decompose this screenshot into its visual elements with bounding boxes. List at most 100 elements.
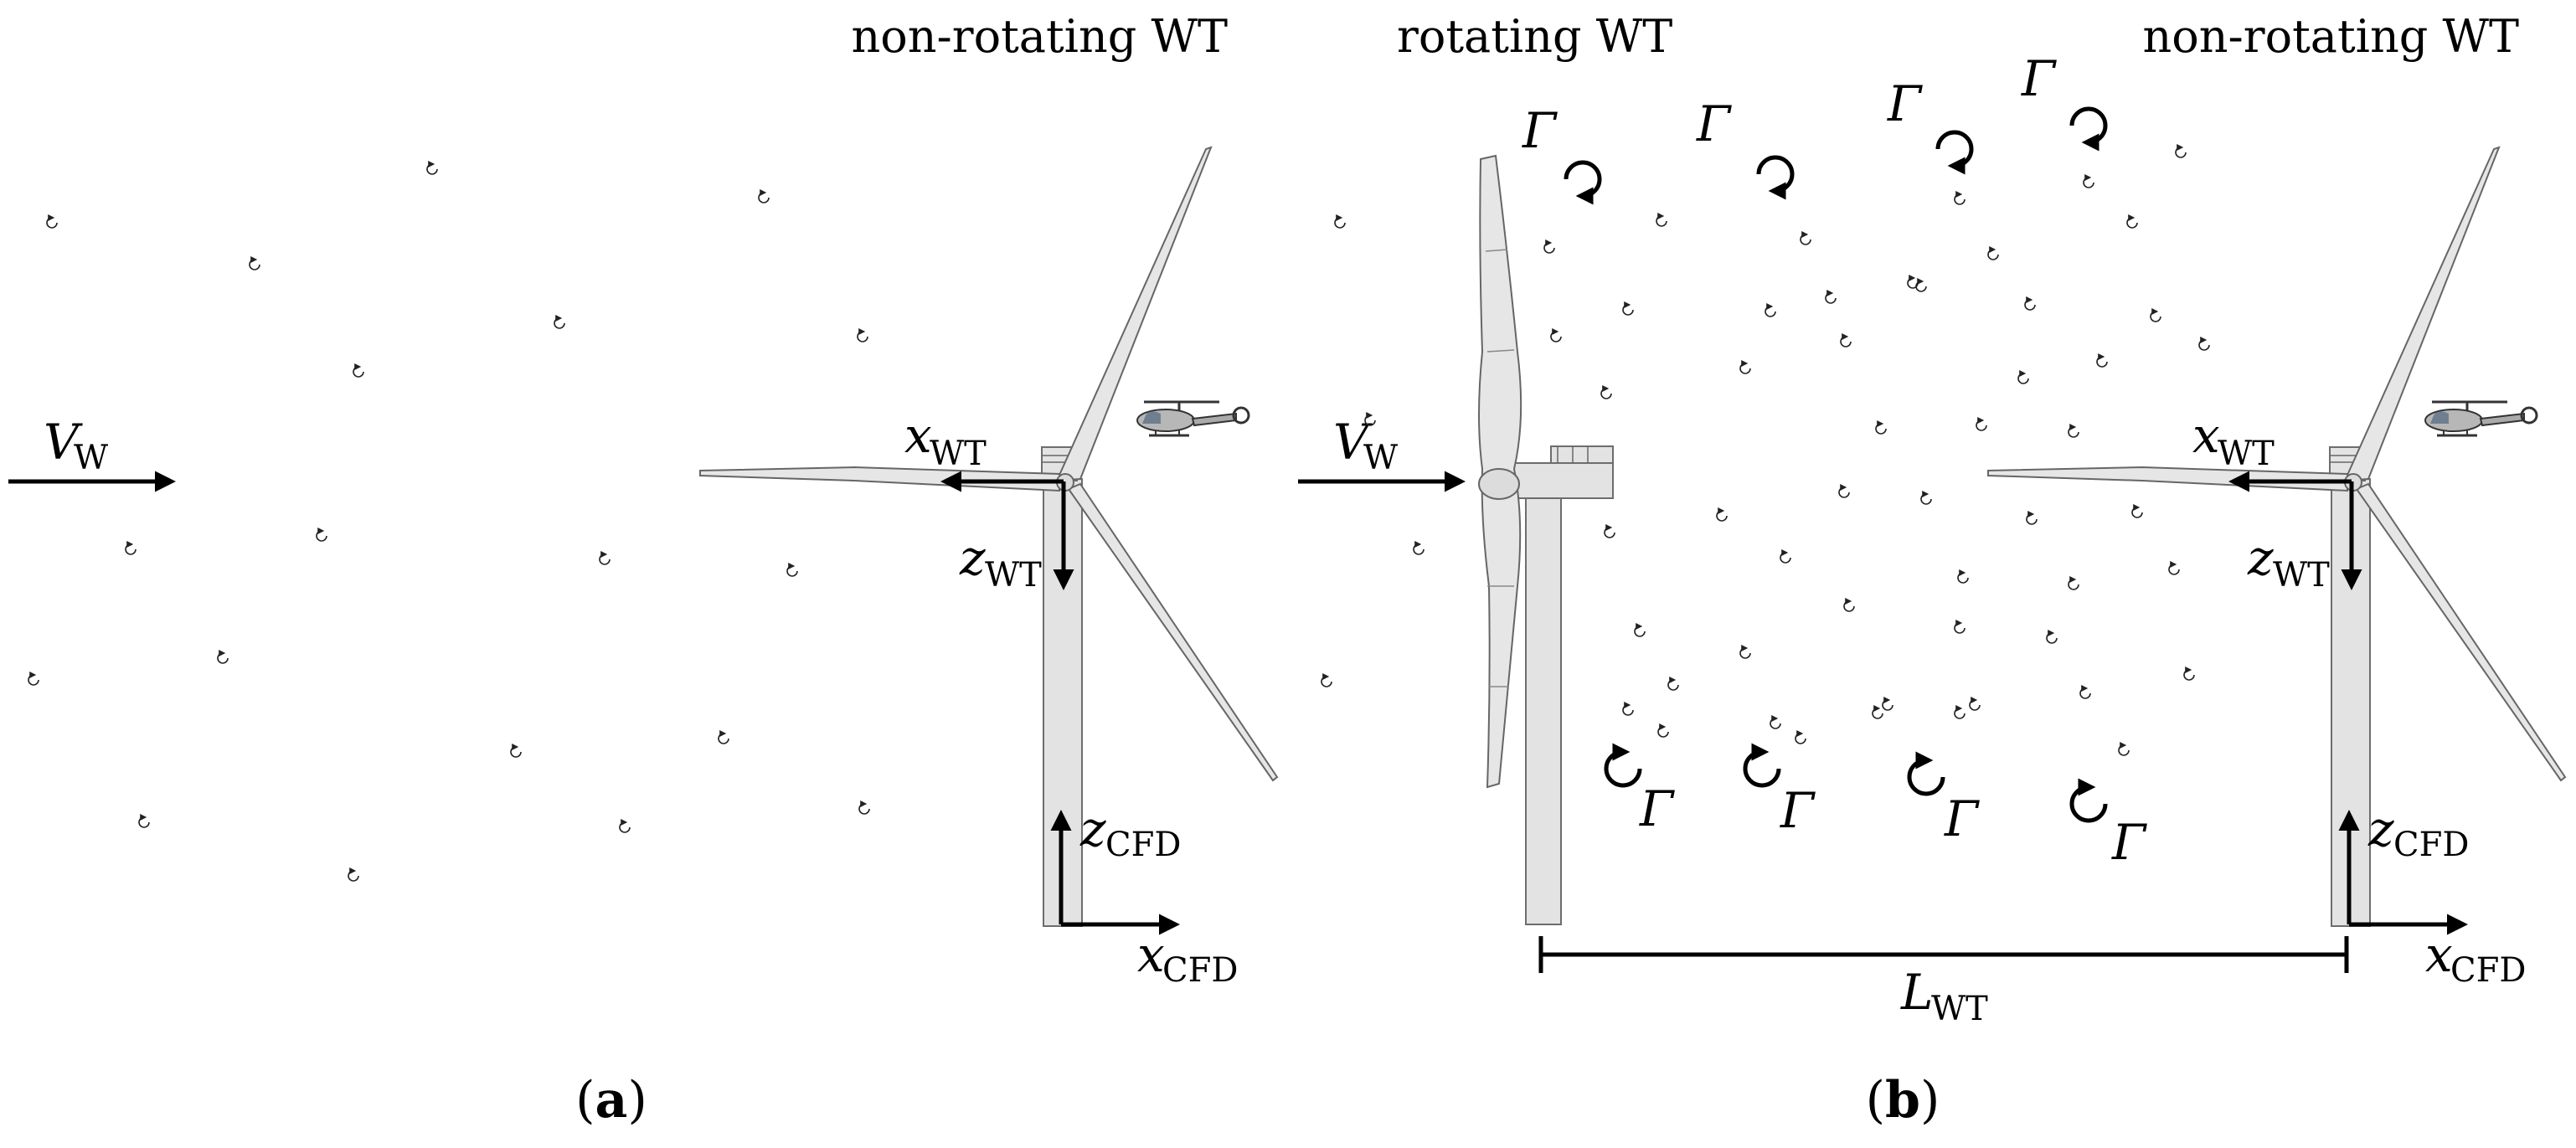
panel-b-helicopter-icon (2424, 400, 2538, 437)
small-vortex-icon (348, 867, 359, 882)
small-vortex-icon (1915, 278, 1927, 292)
small-vortex-icon (1667, 677, 1679, 691)
panel-b-rotating-hub (1478, 468, 1520, 500)
panel-a-x-cfd-subscript: CFD (1162, 951, 1238, 990)
small-vortex-icon (857, 328, 868, 342)
panel-b-rotating-nacelle (1512, 462, 1614, 499)
small-vortex-icon (1765, 303, 1776, 317)
circulation-vortex-icon (2069, 778, 2108, 823)
small-vortex-icon (1872, 705, 1883, 719)
small-vortex-icon (1875, 420, 1887, 435)
panel-b-z-wt-subscript: WT (2273, 556, 2330, 595)
small-vortex-icon (1907, 275, 1919, 289)
small-vortex-icon (1770, 715, 1781, 729)
panel-a-wind: V W (8, 414, 176, 492)
circulation-label: Γ (1944, 790, 1980, 847)
panel-b-distance-marker: L WT (1538, 936, 2349, 1028)
small-vortex-icon (2068, 576, 2079, 590)
small-vortex-icon (2168, 561, 2180, 575)
small-vortex-icon (2017, 370, 2029, 384)
panel-a-z-wt-symbol: z (959, 529, 986, 586)
panel-a-z-cfd-symbol: z (1079, 801, 1106, 857)
small-vortex-icon (1657, 723, 1669, 738)
panel-a-small-vortices (28, 161, 870, 882)
small-vortex-icon (2150, 308, 2161, 322)
circulation-label: Γ (2111, 814, 2147, 871)
small-vortex-icon (1843, 598, 1855, 612)
panel-a-z-cfd-subscript: CFD (1105, 826, 1181, 864)
panel-b-z-cfd-subscript: CFD (2393, 826, 2469, 864)
small-vortex-icon (2046, 630, 2058, 644)
small-vortex-icon (426, 161, 438, 175)
small-vortex-icon (718, 730, 729, 744)
small-vortex-icon (2126, 214, 2138, 229)
small-vortex-icon (1364, 412, 1376, 426)
small-vortex-icon (1954, 191, 1965, 205)
small-vortex-icon (316, 528, 327, 542)
panel-a-turbine-title: non-rotating WT (851, 10, 1228, 63)
small-vortex-icon (554, 315, 565, 329)
svg-text:(a): (a) (575, 1071, 647, 1130)
panel-a-wind-symbol: V (44, 414, 83, 471)
panel-b-z-wt-symbol: z (2247, 529, 2274, 586)
panel-a-wind-subscript: W (74, 439, 108, 477)
small-vortex-icon (1622, 702, 1634, 716)
small-vortex-icon (858, 801, 870, 815)
panel-b-small-vortices (1321, 144, 2210, 756)
panel-b-caption: (b) (1866, 1071, 1940, 1130)
circulation-vortex-icon (1935, 130, 1974, 175)
panel-a-blade-horizontal (699, 466, 1060, 492)
panel-a-x-wt-subscript: WT (930, 435, 987, 473)
panel-a-blade-down (1067, 482, 1279, 782)
panel-b-x-wt-subscript: WT (2218, 435, 2275, 473)
panel-a-x-cfd-symbol: x (1137, 926, 1165, 983)
small-vortex-icon (2118, 742, 2130, 756)
small-vortex-icon (1957, 569, 1969, 584)
small-vortex-icon (2175, 144, 2187, 158)
panel-b-wind: V W (1298, 414, 1466, 492)
small-vortex-icon (1656, 213, 1667, 227)
circulation-label: Γ (1639, 780, 1675, 837)
circulation-vortex-icon (1743, 743, 1781, 788)
small-vortex-icon (1825, 290, 1837, 304)
small-vortex-icon (1334, 214, 1346, 229)
small-vortex-icon (28, 672, 39, 686)
circulation-label: Γ (1522, 102, 1558, 159)
panel-b-rotating-turbine (1478, 154, 1614, 925)
small-vortex-icon (1600, 385, 1612, 399)
panel-a-caption: (a) (575, 1071, 647, 1130)
small-vortex-icon (1413, 541, 1425, 555)
small-vortex-icon (138, 814, 150, 828)
small-vortex-icon (125, 541, 137, 555)
circulation-label: Γ (2021, 50, 2057, 107)
circulation-label: Γ (1696, 95, 1732, 152)
small-vortex-icon (1739, 360, 1751, 374)
small-vortex-icon (2083, 174, 2094, 188)
circulation-label: Γ (1887, 75, 1923, 132)
small-vortex-icon (1622, 301, 1634, 316)
small-vortex-icon (2198, 337, 2210, 351)
small-vortex-icon (1838, 484, 1850, 498)
small-vortex-icon (758, 189, 770, 203)
small-vortex-icon (1739, 645, 1751, 659)
panel-b-x-cfd-symbol: x (2425, 926, 2453, 983)
circulation-vortex-icon (1564, 160, 1602, 205)
small-vortex-icon (1969, 697, 1981, 711)
panel-a-z-wt-subscript: WT (985, 556, 1042, 595)
panel-b-downstream-title: non-rotating WT (2142, 10, 2519, 63)
small-vortex-icon (2183, 667, 2195, 681)
circulation-vortex-icon (1604, 743, 1642, 788)
circulation-label: Γ (1780, 782, 1816, 839)
small-vortex-icon (619, 819, 631, 833)
small-vortex-icon (2068, 424, 2079, 438)
small-vortex-icon (599, 551, 611, 565)
small-vortex-icon (217, 650, 229, 664)
circulation-vortex-icon (2069, 106, 2108, 152)
small-vortex-icon (2131, 504, 2143, 518)
small-vortex-icon (249, 256, 260, 270)
panel-b-blade-up (2343, 146, 2501, 482)
panel-b-x-wt-symbol: x (2192, 407, 2220, 464)
svg-text:(b): (b) (1866, 1071, 1940, 1130)
small-vortex-icon (46, 214, 58, 229)
